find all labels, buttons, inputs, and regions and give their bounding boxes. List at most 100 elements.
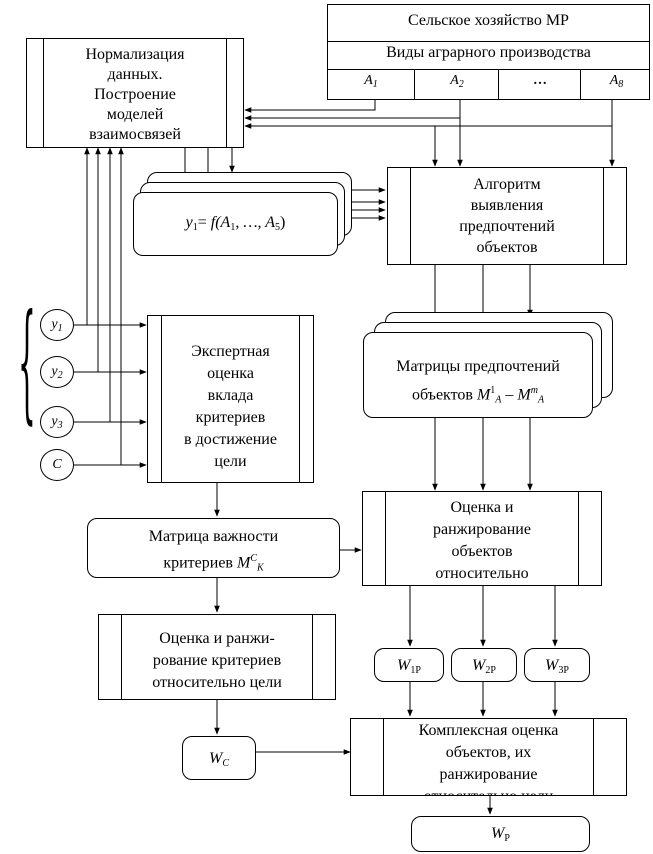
preference-matrix-line-2: объектов M1A – MmA bbox=[364, 381, 592, 410]
table-divider bbox=[328, 41, 649, 42]
col-a2-sub: 2 bbox=[458, 79, 464, 90]
formula-f: f bbox=[210, 214, 216, 231]
evaluation-block: Оценка и ранжирование объектов относител… bbox=[362, 491, 602, 586]
evaluation-line-3: объектов bbox=[451, 543, 513, 560]
weight-w1p-sub: 1P bbox=[410, 665, 421, 676]
table-col-a2: A2 bbox=[414, 70, 499, 99]
evaluation-line-4: относительно bbox=[435, 565, 529, 582]
weight-wc-label: WC bbox=[183, 749, 255, 774]
col-a8-sub: 8 bbox=[618, 79, 624, 90]
complex-line-4: относительно цели bbox=[351, 787, 626, 795]
expert-line-4: критериев bbox=[195, 409, 266, 426]
complex-evaluation-inner-frame bbox=[383, 719, 594, 795]
importance-matrix-line-2: критериев MCK bbox=[88, 549, 339, 577]
criteria-ranking-line-1: Оценка и ранжи- bbox=[159, 630, 275, 647]
criterion-y2-label: y bbox=[51, 364, 58, 379]
formula-y: y bbox=[185, 214, 193, 231]
importance-matrix-card: Матрица важности критериев MCK bbox=[87, 518, 340, 578]
importance-matrix-sub: K bbox=[256, 562, 264, 574]
formula-a1-sub: 1 bbox=[230, 222, 236, 233]
weight-w1p: W1P bbox=[374, 648, 444, 682]
criteria-ranking-block: Оценка и ранжи- рование критериев относи… bbox=[98, 614, 336, 700]
preference-matrix-sup-m: m bbox=[530, 385, 538, 396]
preference-matrix-sub-1: A bbox=[495, 394, 502, 406]
preference-matrix-sup-1: 1 bbox=[490, 385, 496, 396]
normalization-line-2: данных. bbox=[107, 66, 163, 83]
importance-matrix-label: критериев bbox=[163, 554, 233, 572]
formula-close: ) bbox=[280, 214, 286, 231]
arrow-table-to-norm-1 bbox=[244, 100, 376, 113]
criterion-y3-label: y bbox=[51, 414, 58, 429]
col-ellipsis-label: … bbox=[533, 73, 547, 88]
preference-matrix-sub-m: A bbox=[537, 394, 545, 406]
algorithm-line-3: предпочтений bbox=[459, 218, 555, 235]
table-subtitle: Виды аграрного производства bbox=[386, 44, 591, 61]
table-col-a1: A1 bbox=[328, 70, 414, 99]
algorithm-line-4: объектов bbox=[476, 239, 538, 256]
weight-w2p-label: W2P bbox=[452, 656, 516, 681]
col-a2-label: A bbox=[450, 73, 459, 88]
complex-line-1: Комплексная оценка bbox=[418, 722, 559, 739]
criterion-c: C bbox=[40, 449, 74, 481]
preference-matrix-sym-m: M bbox=[517, 386, 531, 404]
algorithm-line-2: выявления bbox=[470, 197, 544, 214]
criterion-y2: y2 bbox=[40, 356, 74, 388]
criterion-y1-label: y bbox=[51, 317, 58, 332]
col-a1-sub: 1 bbox=[372, 79, 378, 90]
preference-matrix-dash: – bbox=[505, 386, 514, 404]
expert-line-2: оценка bbox=[207, 365, 254, 382]
expert-line-5: в достижение bbox=[184, 431, 277, 448]
normalization-block: Нормализация данных. Построение моделей … bbox=[26, 38, 244, 148]
weight-w2p: W2P bbox=[451, 648, 517, 682]
weight-wp-label: WP bbox=[412, 824, 589, 849]
preference-matrix-label: объектов bbox=[411, 386, 473, 404]
normalization-line-4: моделей bbox=[106, 106, 164, 123]
weight-w3p-label: W3P bbox=[525, 656, 589, 681]
agriculture-table: Сельское хозяйство МР Виды аграрного про… bbox=[327, 4, 650, 100]
arrow-table-to-norm-2 bbox=[244, 100, 461, 121]
importance-matrix-line-1: Матрица важности bbox=[148, 528, 279, 545]
criteria-ranking-line-3: относительно цели bbox=[152, 674, 282, 691]
criteria-ranking-line-2: рование критериев bbox=[152, 652, 282, 669]
importance-matrix-sup: C bbox=[250, 553, 257, 564]
weight-w2p-sub: 2P bbox=[485, 665, 496, 676]
normalization-inner-frame bbox=[43, 39, 227, 147]
weight-wp: WP bbox=[411, 816, 590, 852]
weight-wc-sub: C bbox=[222, 758, 229, 769]
normalization-line-3: Построение bbox=[94, 86, 176, 103]
expert-block: Экспертная оценка вклада критериев в дос… bbox=[147, 315, 314, 483]
criterion-c-label: C bbox=[52, 457, 62, 472]
weight-wc-w: W bbox=[209, 750, 223, 767]
criteria-brace: { bbox=[18, 286, 36, 438]
criterion-y2-sub: 2 bbox=[57, 370, 63, 381]
weight-w3p-sub: 3P bbox=[558, 665, 569, 676]
arrow-table-to-norm-3 bbox=[244, 100, 613, 129]
evaluation-line-2: ранжирование bbox=[433, 521, 531, 538]
weight-wc: WC bbox=[182, 736, 256, 780]
criterion-y1-sub: 1 bbox=[57, 323, 63, 334]
preference-matrix-sym-1: M bbox=[476, 386, 491, 404]
table-columns-row: A1 A2 … A8 bbox=[328, 69, 649, 99]
col-a1-label: A bbox=[364, 73, 373, 88]
table-col-ellipsis: … bbox=[498, 70, 581, 99]
criteria-ranking-inner-frame bbox=[121, 615, 313, 699]
preference-matrix-line-1: Матрицы предпочтений bbox=[396, 358, 560, 375]
normalization-line-1: Нормализация bbox=[85, 46, 185, 63]
normalization-line-5: взаимосвязей bbox=[89, 126, 181, 143]
criterion-y3: y3 bbox=[40, 406, 74, 438]
expert-line-3: вклада bbox=[207, 387, 254, 404]
formula-eq: = bbox=[197, 214, 211, 231]
expert-line-6: цели bbox=[214, 453, 247, 470]
formula-args-open: (A bbox=[215, 214, 231, 231]
evaluation-line-1: Оценка и bbox=[450, 499, 514, 516]
algorithm-line-1: Алгоритм bbox=[473, 176, 541, 193]
formula-a5-sub: 5 bbox=[275, 222, 281, 233]
expert-line-1: Экспертная bbox=[191, 343, 270, 360]
complex-evaluation-block: Комплексная оценка объектов, их ранжиров… bbox=[350, 718, 627, 796]
table-col-a8: A8 bbox=[580, 70, 649, 99]
criterion-y1: y1 bbox=[40, 309, 74, 341]
table-title: Сельское хозяйство МР bbox=[408, 12, 569, 29]
model-formula: y1= f(A1, …, A5) bbox=[134, 213, 337, 238]
weight-wp-sub: P bbox=[504, 833, 510, 844]
